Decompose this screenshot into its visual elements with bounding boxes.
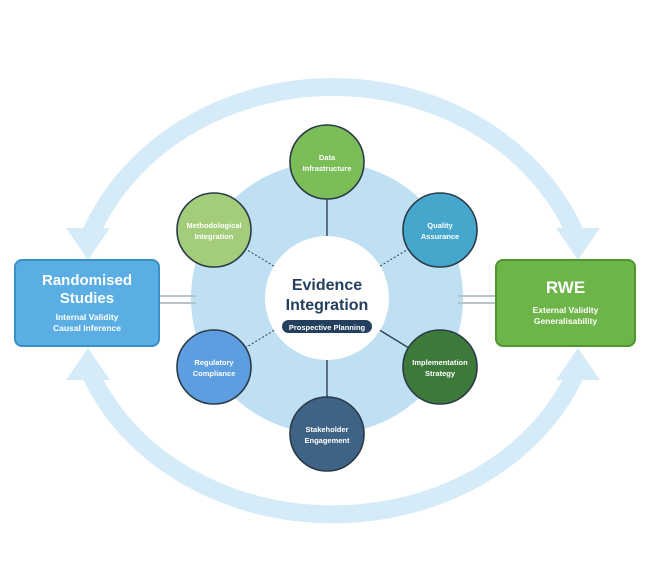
center-title-line2: Integration — [286, 297, 369, 314]
spoke-methodological-integration — [245, 248, 275, 267]
node-label-line2-data-infrastructure: Infrastructure — [303, 164, 352, 173]
node-label-line2-implementation-strategy: Strategy — [425, 369, 456, 378]
spoke-implementation-strategy — [379, 329, 409, 349]
node-circle-methodological-integration — [176, 192, 252, 268]
center-pill — [282, 320, 372, 333]
randomised-studies-title-line2: Studies — [59, 290, 115, 307]
center-pill-label: Prospective Planning — [289, 323, 366, 332]
rwe-title: RWE — [545, 278, 586, 297]
node-label-line1-data-infrastructure: Data — [319, 153, 336, 162]
node-circle-stakeholder-engagement — [289, 396, 365, 472]
cycle-arrowhead-bottom-left — [66, 348, 110, 380]
node-label-line1-stakeholder-engagement: Stakeholder — [306, 425, 349, 434]
spoke-quality-assurance — [379, 248, 409, 267]
node-label-line1-quality-assurance: Quality — [427, 221, 453, 230]
node-circle-quality-assurance — [402, 192, 478, 268]
cycle-arrow-top — [79, 77, 587, 244]
node-label-line2-methodological-integration: Integration — [195, 232, 234, 241]
node-label-line1-methodological-integration: Methodological — [187, 221, 242, 230]
rwe-box: RWE External Validity Generalisability — [495, 259, 636, 347]
cycle-arrowhead-top-left — [66, 228, 110, 260]
node-label-line2-quality-assurance: Assurance — [421, 232, 459, 241]
center-hub: Evidence Integration Prospective Plannin… — [265, 236, 389, 360]
node-label-line1-regulatory-compliance: Regulatory — [194, 358, 234, 367]
spokes — [245, 199, 409, 397]
satellite-nodes: DataInfrastructureQualityAssuranceImplem… — [176, 124, 478, 472]
node-label-line1-implementation-strategy: Implementation — [412, 358, 468, 367]
rwe-sub-line2: Generalisability — [533, 316, 598, 326]
node-label-line2-stakeholder-engagement: Engagement — [304, 436, 350, 445]
cycle-arrowhead-bottom-right — [556, 348, 600, 380]
randomised-studies-sub-line1: Internal Validity — [55, 312, 119, 322]
spoke-regulatory-compliance — [245, 329, 275, 349]
randomised-studies-title-line1: Randomised — [41, 272, 132, 289]
node-label-line2-regulatory-compliance: Compliance — [193, 369, 236, 378]
randomised-studies-box: Randomised Studies Internal Validity Cau… — [14, 259, 160, 347]
randomised-studies-sub-line2: Causal Inference — [52, 323, 122, 333]
node-circle-data-infrastructure — [289, 124, 365, 200]
center-title-line1: Evidence — [292, 277, 362, 294]
side-connectors — [160, 295, 495, 304]
cycle-arrowhead-top-right — [556, 228, 600, 260]
rwe-sub-line1: External Validity — [532, 305, 599, 315]
node-circle-regulatory-compliance — [176, 329, 252, 405]
cycle-arrow-bottom — [79, 364, 587, 524]
node-circle-implementation-strategy — [402, 329, 478, 405]
cycle-ring — [66, 77, 600, 524]
